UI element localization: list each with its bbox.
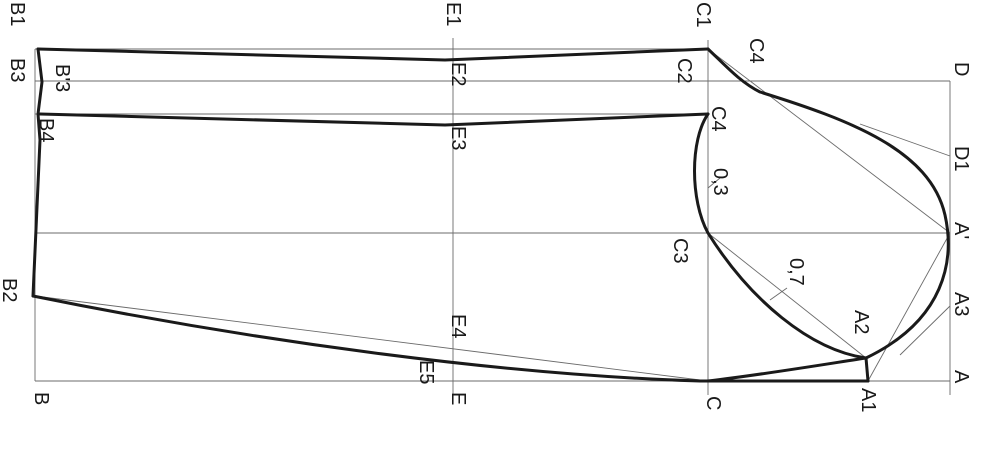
label-d1: D1 xyxy=(950,146,972,172)
label-measure-03: 0,3 xyxy=(709,168,731,196)
label-d: D xyxy=(950,62,972,76)
label-e: E xyxy=(447,392,469,405)
label-b2: B2 xyxy=(0,278,20,302)
label-a2: A2 xyxy=(850,310,872,334)
label-c: C xyxy=(702,396,724,410)
label-b1-top: B1 xyxy=(6,2,28,26)
label-c1: C1 xyxy=(692,2,714,28)
tick-d1 xyxy=(859,123,951,157)
label-c4-top: C4 xyxy=(745,38,767,64)
label-a1: A1 xyxy=(857,388,879,412)
edge-left xyxy=(31,47,44,298)
label-c4-mid: C4 xyxy=(707,106,729,132)
label-a: A xyxy=(950,370,972,384)
line-c3-a2 xyxy=(707,232,867,359)
tick-a3 xyxy=(899,305,951,356)
edge-second xyxy=(38,112,710,127)
line-a-prime-a1 xyxy=(867,232,951,382)
label-b4: B4 xyxy=(35,118,57,142)
label-b3-prime: B'3 xyxy=(51,64,73,92)
pattern-outline xyxy=(31,47,950,383)
label-e4: E4 xyxy=(447,314,469,338)
label-a-prime: A' xyxy=(950,222,972,239)
label-e1: E1 xyxy=(442,2,464,26)
label-c3: C3 xyxy=(669,238,691,264)
line-b2-c xyxy=(34,295,709,382)
edge-top xyxy=(36,47,710,62)
label-e5: E5 xyxy=(415,360,437,384)
label-e3: E3 xyxy=(447,126,469,150)
label-b: B xyxy=(30,392,52,405)
sleeve-cap-back xyxy=(693,112,868,360)
line-c1-a-prime xyxy=(707,48,951,234)
tick-03 xyxy=(707,177,721,189)
label-e2: E2 xyxy=(447,62,469,86)
construction-grid xyxy=(34,38,951,395)
point-labels: B1 B3 B'3 B4 B2 B E1 E2 E3 E4 E5 E C1 C2… xyxy=(0,2,972,412)
label-b3: B3 xyxy=(6,58,28,82)
label-measure-07: 0,7 xyxy=(785,258,807,286)
sleeve-cap-front xyxy=(706,47,950,360)
label-c2: C2 xyxy=(673,58,695,84)
tick-07 xyxy=(769,287,788,301)
edge-a2-a1 xyxy=(864,356,870,383)
edge-bottom xyxy=(31,294,870,383)
edge-a2-c xyxy=(706,356,868,383)
label-a3: A3 xyxy=(950,292,972,316)
